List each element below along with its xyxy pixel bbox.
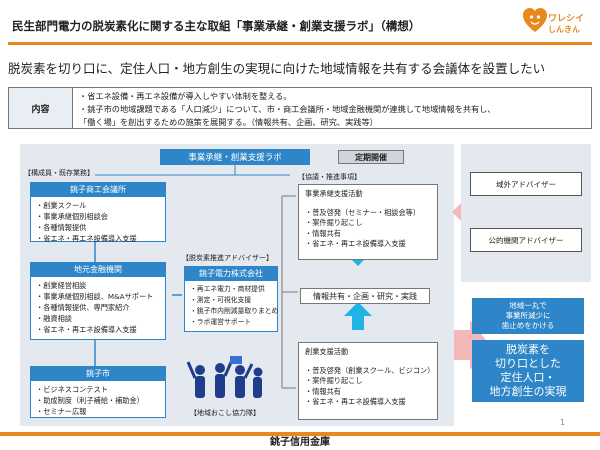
regular-meeting-label: 定期開催 xyxy=(338,150,404,164)
advisors-panel xyxy=(461,144,591,282)
section-city-head: 銚子市 xyxy=(30,366,166,380)
list-item: ・銚子市内削減量取りまとめ xyxy=(190,307,279,315)
section-chamber-head: 銚子商工会議所 xyxy=(30,182,166,196)
power-company-head: 銚子電力株式会社 xyxy=(184,266,278,280)
content-box: 内容 ・省エネ設備・再エネ設備が導入しやすい体制を整える。 ・銚子市の地域課題で… xyxy=(8,87,592,129)
outside-advisor-box: 域外アドバイザー xyxy=(470,172,582,196)
section-bank-head: 地元金融機関 xyxy=(30,262,166,276)
section-city-body: ・ビジネスコンテスト ・助成制度（利子補給・補助金） ・セミナー広報 xyxy=(30,380,166,418)
list-item: ・創業スクール xyxy=(36,201,87,210)
logo-subtext: しんきん xyxy=(548,25,580,34)
startup-title: 創業支援活動 xyxy=(305,347,349,356)
content-label: 内容 xyxy=(9,88,73,128)
goal-main-text: 脱炭素を 切り口とした 定住人口・ 地方創生の実現 xyxy=(472,340,584,402)
section-chamber-body: ・創業スクール ・事業承継個別相談会 ・各種情報提供 ・省エネ・再エネ設備導入支… xyxy=(30,196,166,243)
list-item: ・創業経営相談 xyxy=(36,281,87,290)
header-rule xyxy=(8,42,592,45)
advisor-tag: 【脱炭素推進アドバイザー】 xyxy=(182,254,273,262)
content-line: ・銚子市の地域課題である「人口減少」について、市・商工会議所・地域金融機関が連携… xyxy=(79,104,496,114)
page-title: 民生部門電力の脱炭素化に関する主な取組「事業承継・創業支援ラボ」（構想） xyxy=(12,19,421,33)
list-item: ・案件掘り起こし xyxy=(305,218,363,227)
list-item: ・普及啓発（創業スクール、ビジコン） xyxy=(305,365,435,375)
agenda-tag: 【協議・推進事項】 xyxy=(298,173,361,181)
content-line: 「働く場」を創出するための施策を展開する。（情報共有、企画、研究、実践等） xyxy=(79,117,378,127)
list-item: ・省エネ・再エネ設備導入支援 xyxy=(36,234,137,243)
list-item: ・ビジネスコンテスト xyxy=(36,385,108,394)
goal-top-text: 地域一丸で 事業所減少に 歯止めをかける xyxy=(472,298,584,334)
goal-panel: 地域一丸で 事業所減少に 歯止めをかける 脱炭素を 切り口とした 定住人口・ 地… xyxy=(472,298,584,402)
list-item: ・融資相談 xyxy=(36,314,72,323)
list-item: ・測定・可視化支援 xyxy=(190,296,252,304)
list-item: ・案件掘り起こし xyxy=(305,376,363,385)
list-item: ・普及啓発（セミナー・相談会等） xyxy=(305,207,421,217)
list-item: ・省エネ・再エネ設備導入支援 xyxy=(36,325,137,334)
up-arrow-icon xyxy=(344,302,372,330)
content-line: ・省エネ設備・再エネ設備が導入しやすい体制を整える。 xyxy=(79,91,292,101)
footer-rule xyxy=(0,432,600,436)
list-item: ・省エネ・再エネ設備導入支援 xyxy=(305,397,406,406)
list-item: ・事業承継個別相談会 xyxy=(36,212,108,221)
logo: ワレシイ しんきん xyxy=(522,6,584,44)
list-item: ・助成制度（利子補給・補助金） xyxy=(36,396,144,405)
footer-area: 銚子信用金庫 xyxy=(0,436,600,450)
list-item: ・情報共有 xyxy=(305,386,341,396)
list-item: ・セミナー広報 xyxy=(36,407,87,416)
bank-name: 銚子信用金庫 xyxy=(270,437,330,448)
list-item: ・再エネ電力・商材提供 xyxy=(190,285,265,293)
members-tag: 【構成員・既存業務】 xyxy=(24,169,94,177)
list-item: ・省エネ・再エネ設備導入支援 xyxy=(305,239,406,248)
list-item: ・情報共有 xyxy=(305,228,341,238)
logo-text: ワレシイ xyxy=(548,14,585,24)
content-text: ・省エネ設備・再エネ設備が導入しやすい体制を整える。 ・銚子市の地域課題である「… xyxy=(73,88,502,128)
list-item: ・事業承継個別相談、M&Aサポート xyxy=(36,292,154,301)
heart-logo-icon xyxy=(523,8,547,32)
section-bank-body: ・創業経営相談 ・事業承継個別相談、M&Aサポート ・各種情報提供、専門家紹介 … xyxy=(30,276,166,340)
subtitle: 脱炭素を切り口に、定住人口・地方創生の実現に向けた地域情報を共有する会議体を設置… xyxy=(8,61,546,76)
startup-box: 創業支援活動 ・普及啓発（創業スクール、ビジコン） ・案件掘り起こし ・情報共有… xyxy=(298,342,438,420)
share-box: 情報共有・企画・研究・実践 xyxy=(300,288,430,304)
community-group-icon xyxy=(186,356,263,398)
list-item: ・ラボ運営サポート xyxy=(190,318,252,326)
list-item: ・各種情報提供 xyxy=(36,223,87,232)
list-item: ・各種情報提供、専門家紹介 xyxy=(36,303,130,312)
page-number: 1 xyxy=(560,418,566,427)
community-tag: 【地域おこし協力隊】 xyxy=(190,409,260,417)
power-company-body: ・再エネ電力・商材提供 ・測定・可視化支援 ・銚子市内削減量取りまとめ ・ラボ運… xyxy=(184,280,278,332)
public-advisor-box: 公的機関アドバイザー xyxy=(470,228,582,252)
succession-title: 事業承継支援活動 xyxy=(305,189,363,198)
succession-box: 事業承継支援活動 ・普及啓発（セミナー・相談会等） ・案件掘り起こし ・情報共有… xyxy=(298,184,438,260)
lab-banner: 事業承継・創業支援ラボ xyxy=(160,149,310,165)
